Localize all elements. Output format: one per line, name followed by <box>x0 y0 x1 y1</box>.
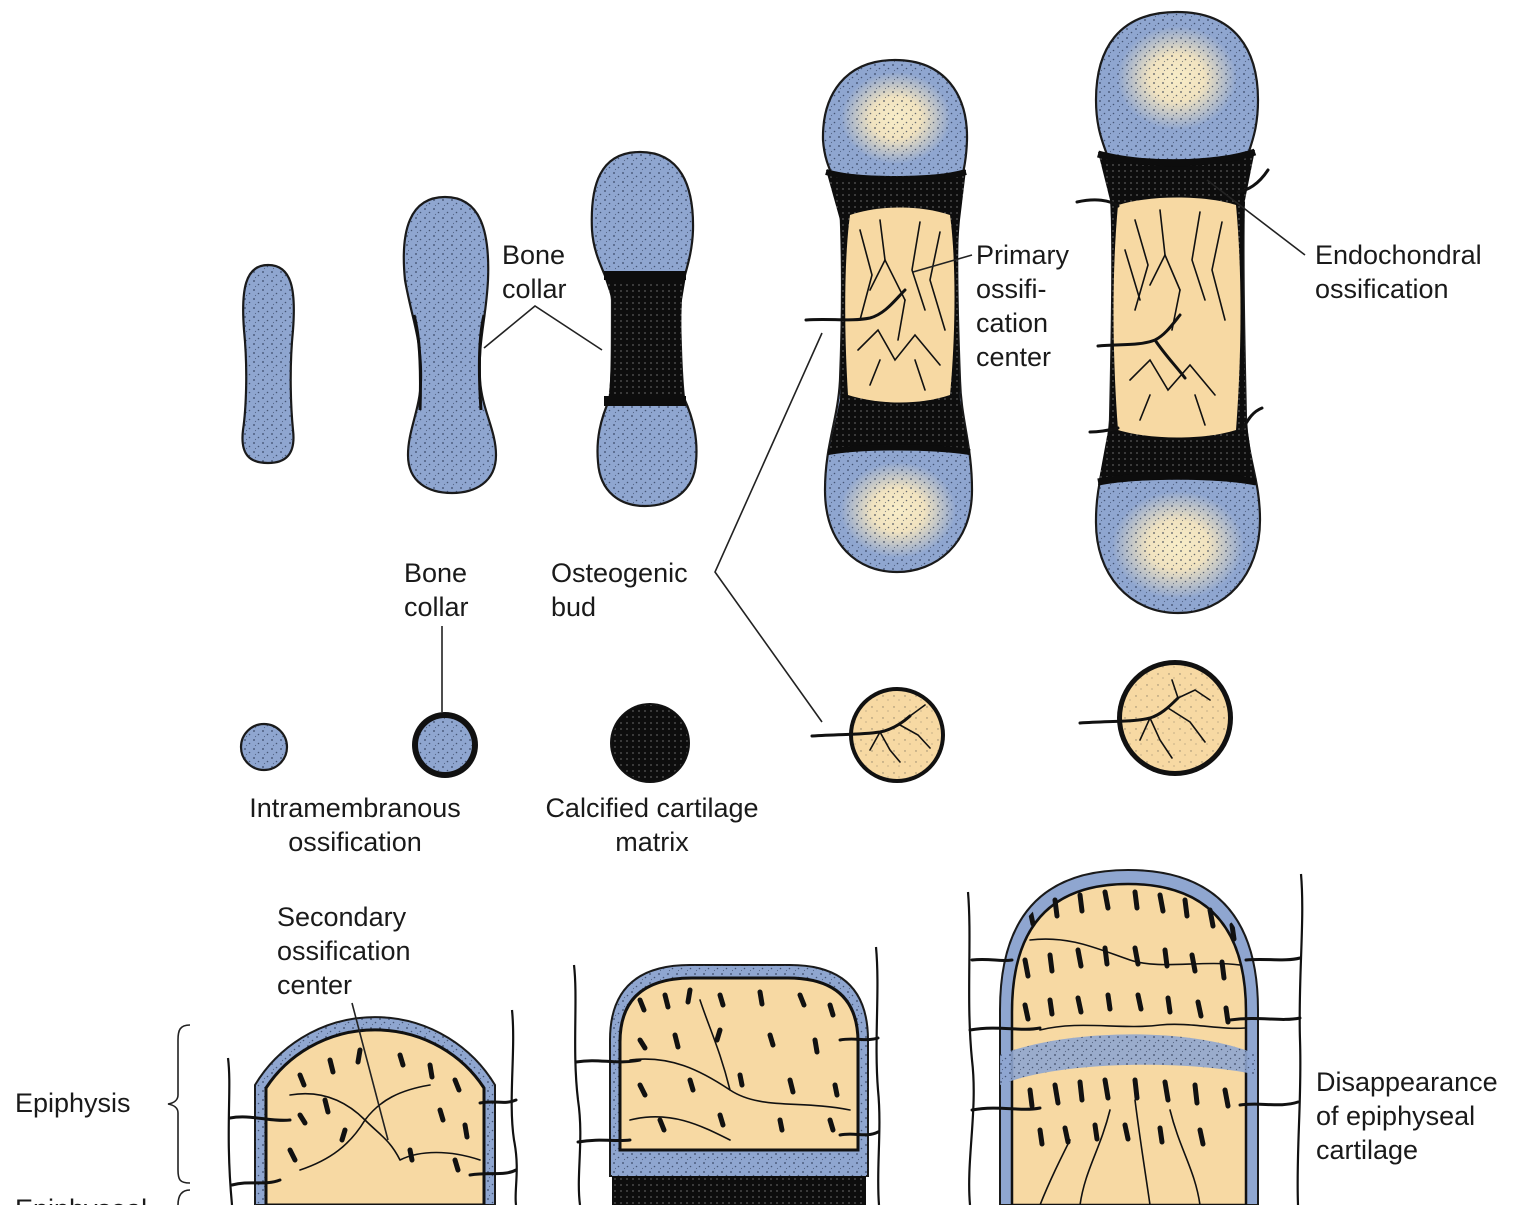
label-secondary-center-2: ossification <box>277 936 411 966</box>
label-disappearance-2: of epiphyseal <box>1316 1101 1475 1131</box>
label-intramembranous-1: Intramembranous <box>249 793 461 823</box>
epiphysis-stage-3 <box>968 870 1302 1205</box>
label-primary-center-1: Primary <box>976 240 1069 270</box>
epiphysis-stage-1 <box>228 1010 517 1205</box>
label-bone-collar-mid-1: Bone <box>404 558 467 588</box>
label-primary-center-2: ossifi- <box>976 274 1047 304</box>
label-endochondral-2: ossification <box>1315 274 1449 304</box>
label-secondary-center-3: center <box>277 970 352 1000</box>
label-bone-collar-mid-2: collar <box>404 592 469 622</box>
label-bone-collar-top-1: Bone <box>502 240 565 270</box>
label-disappearance-3: cartilage <box>1316 1135 1418 1165</box>
stage-1-cartilage-model <box>242 265 293 463</box>
stage-2-bone-collar <box>404 197 496 493</box>
label-bone-collar-top-2: collar <box>502 274 567 304</box>
stage-5-endochondral-ossification <box>1077 12 1268 613</box>
cross-section-4 <box>812 687 945 783</box>
label-osteogenic-bud-2: bud <box>551 592 596 622</box>
cross-section-3 <box>610 703 690 783</box>
label-calcified-2: matrix <box>615 827 689 857</box>
label-primary-center-3: cation <box>976 308 1048 338</box>
cross-section-2 <box>412 712 478 778</box>
epiphysis-stage-2 <box>574 947 879 1205</box>
cross-section-1 <box>241 724 287 770</box>
stage-3-calcified-cartilage <box>592 152 697 506</box>
label-primary-center-4: center <box>976 342 1051 372</box>
stage-4-primary-ossification <box>806 60 972 572</box>
label-secondary-center-1: Secondary <box>277 902 407 932</box>
label-disappearance-1: Disappearance <box>1316 1067 1498 1097</box>
label-epiphyseal-partial: Epiphyseal <box>15 1194 147 1205</box>
label-intramembranous-2: ossification <box>288 827 422 857</box>
cross-section-5 <box>1080 660 1233 776</box>
label-calcified-1: Calcified cartilage <box>545 793 758 823</box>
label-endochondral-1: Endochondral <box>1315 240 1482 270</box>
label-epiphysis: Epiphysis <box>15 1088 131 1118</box>
label-osteogenic-bud-1: Osteogenic <box>551 558 688 588</box>
